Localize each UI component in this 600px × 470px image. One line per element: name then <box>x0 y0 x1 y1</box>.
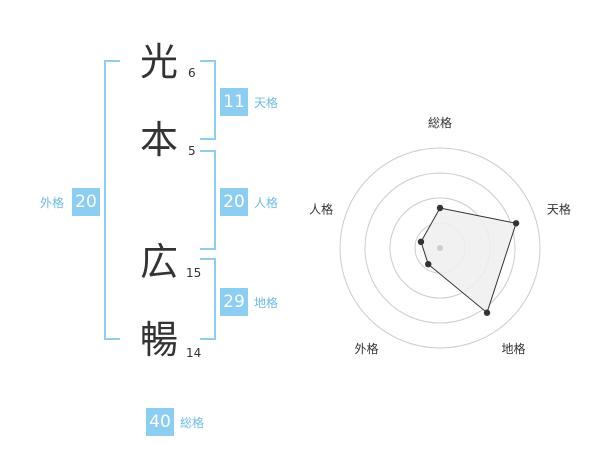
radar-points <box>417 204 520 316</box>
radar-ring <box>339 147 541 349</box>
name-char-1: 光 <box>140 40 179 84</box>
radar-point-3 <box>483 309 491 316</box>
radar-point-4 <box>425 260 432 268</box>
tenkaku-label: 天格 <box>254 96 279 110</box>
radar-axis-label-5: 人格 <box>309 201 333 216</box>
tenkaku-bracket <box>200 60 216 140</box>
jinkaku-label: 人格 <box>254 196 279 210</box>
stroke-count-4: 14 <box>186 346 202 360</box>
name-char-4: 暢 <box>140 318 179 362</box>
gaikaku-label: 外格 <box>40 196 65 210</box>
radar-point-2 <box>512 220 520 227</box>
gaikaku-badge: 20 <box>72 188 100 216</box>
radar-point-5 <box>417 238 425 246</box>
gaikaku-bracket <box>104 60 120 340</box>
name-char-2: 本 <box>140 118 179 162</box>
radar-axis-label-2: 天格 <box>547 201 571 216</box>
radar-axis-label-4: 外格 <box>354 341 378 356</box>
stroke-count-3: 15 <box>186 266 202 280</box>
chikaku-badge: 29 <box>220 288 248 316</box>
radar-point-1 <box>436 204 444 212</box>
tenkaku-badge: 11 <box>220 88 248 116</box>
radar-center-dot <box>437 245 443 251</box>
radar-axis-label-3: 地格 <box>501 341 525 356</box>
soukaku-label: 総格 <box>180 416 205 430</box>
chikaku-bracket <box>200 258 216 340</box>
soukaku-badge: 40 <box>146 408 174 436</box>
radar-area <box>420 207 517 314</box>
chikaku-label: 地格 <box>254 296 279 310</box>
stroke-count-1: 6 <box>188 66 196 80</box>
jinkaku-badge: 20 <box>220 188 248 216</box>
radar-ring <box>364 172 516 324</box>
radar-axis-label-1: 総格 <box>428 115 452 130</box>
stroke-count-2: 5 <box>188 144 196 158</box>
name-char-3: 広 <box>140 240 179 284</box>
jinkaku-bracket <box>200 150 216 250</box>
